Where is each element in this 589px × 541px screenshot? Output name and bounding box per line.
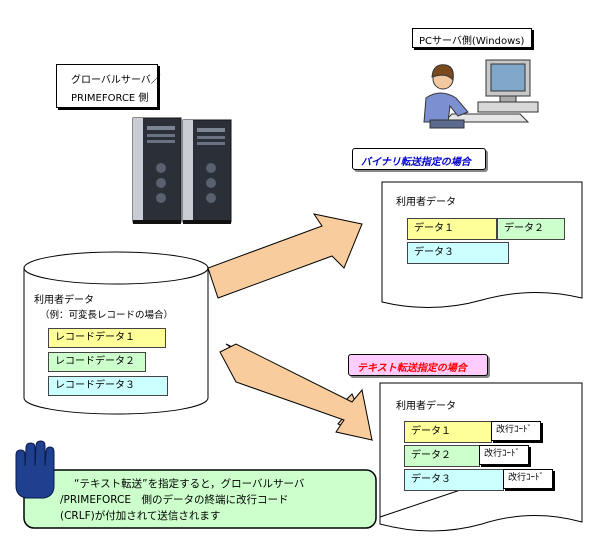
record-data-3: レコードデータ３ <box>48 376 168 396</box>
record-data-2: レコードデータ２ <box>48 352 146 372</box>
binary-data-1: データ１ <box>407 218 497 240</box>
note-line2: /PRIMEFORCE 側のデータの終端に改行コード <box>60 494 289 506</box>
text-banner-text: テキスト転送指定の場合 <box>357 363 467 374</box>
binary-transfer-banner: バイナリ転送指定の場合 <box>352 148 486 170</box>
text-data-1: データ１ <box>404 421 492 443</box>
text-transfer-banner: テキスト転送指定の場合 <box>348 354 488 376</box>
server-icon <box>182 119 232 224</box>
binary-transfer-arrow <box>207 213 363 299</box>
pc-user-icon <box>423 59 539 129</box>
text-data-2: データ２ <box>404 445 480 467</box>
database-subtitle: （例：可変長レコードの場合） <box>40 310 174 321</box>
crlf-code-1: 改行ｺｰﾄﾞ <box>491 421 541 441</box>
binary-data-2: データ２ <box>497 218 565 240</box>
crlf-code-2: 改行ｺｰﾄﾞ <box>479 445 529 465</box>
binary-banner-text: バイナリ転送指定の場合 <box>361 157 471 168</box>
hand-icon <box>15 440 55 499</box>
note-box <box>23 469 377 529</box>
binary-doc-title: 利用者データ <box>396 197 456 208</box>
crlf-code-3: 改行ｺｰﾄﾞ <box>503 469 553 489</box>
pc-side-caption: PCサーバ側(Windows) <box>412 28 532 48</box>
text-data-3: データ３ <box>404 469 504 491</box>
server-side-caption: グローバルサーバ／ PRIMEFORCE 側 <box>56 64 161 108</box>
record-data-1: レコードデータ１ <box>48 328 166 348</box>
server-caption-line1: グローバルサーバ／ <box>71 75 161 86</box>
server-caption-line2: PRIMEFORCE 側 <box>71 93 149 104</box>
binary-data-3: データ３ <box>407 242 509 264</box>
note-line1: “テキスト転送”を指定すると，グローバルサーバ <box>74 478 305 490</box>
text-doc-title: 利用者データ <box>396 401 456 412</box>
database-title: 利用者データ <box>34 295 94 306</box>
pc-caption-text: PCサーバ側(Windows) <box>419 36 525 47</box>
text-transfer-arrow-body <box>219 343 373 441</box>
server-icon <box>132 117 182 224</box>
note-line3: (CRLF)が付加されて送信されます <box>60 510 221 522</box>
